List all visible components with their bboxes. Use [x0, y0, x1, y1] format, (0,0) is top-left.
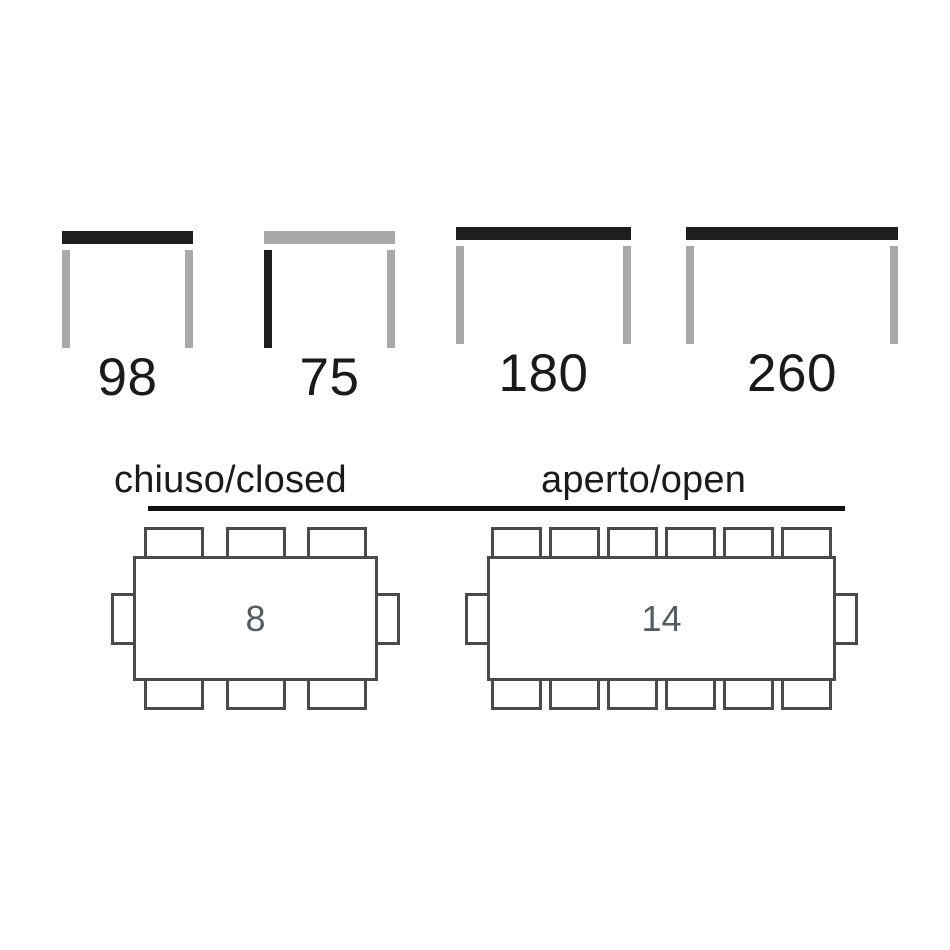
chair-top [143, 527, 204, 559]
table-leg-right [890, 246, 898, 344]
chair-top [548, 527, 600, 559]
chair-top [665, 527, 717, 559]
chair-top [781, 527, 833, 559]
chair-top [225, 527, 286, 559]
dimension-icon-length-closed: 180 [456, 227, 631, 407]
chair-top [490, 527, 542, 559]
table-top-bar [264, 231, 395, 244]
dimension-icon-length-open: 260 [686, 227, 898, 407]
chair-bottom [307, 678, 368, 710]
chair-left [465, 592, 490, 645]
dimension-value-length-closed: 180 [498, 344, 589, 403]
chair-top [723, 527, 775, 559]
chair-bottom [781, 678, 833, 710]
seat-count-label: 8 [245, 597, 266, 639]
table-leg-left [264, 250, 272, 348]
chair-bottom [548, 678, 600, 710]
dimension-value-height: 75 [299, 348, 360, 407]
chair-bottom [490, 678, 542, 710]
table-leg-right [185, 250, 193, 348]
seating-plan-open: 14 [462, 524, 866, 714]
chair-top [307, 527, 368, 559]
dimension-value-length-open: 260 [747, 344, 837, 403]
table-outline: 8 [133, 556, 378, 681]
table-top-bar [62, 231, 193, 244]
chair-bottom [723, 678, 775, 710]
section-label-open: aperto/open [541, 459, 747, 501]
dimension-value-width: 98 [97, 348, 158, 407]
seating-plan-closed: 8 [108, 524, 408, 714]
chair-right [833, 592, 858, 645]
section-label-closed: chiuso/closed [114, 459, 347, 501]
dimension-icon-height: 75 [264, 231, 395, 411]
table-leg-left [62, 250, 70, 348]
table-leg-right [623, 246, 631, 344]
table-top-bar [686, 227, 898, 240]
chair-bottom [225, 678, 286, 710]
chair-bottom [665, 678, 717, 710]
table-leg-left [686, 246, 694, 344]
table-leg-right [387, 250, 395, 348]
seat-count-label: 14 [641, 597, 682, 639]
table-leg-left [456, 246, 464, 344]
chair-bottom [143, 678, 204, 710]
dimension-icon-width: 98 [62, 231, 193, 411]
table-outline: 14 [487, 556, 836, 681]
table-top-bar [456, 227, 631, 240]
section-divider-rule [148, 506, 845, 511]
chair-bottom [606, 678, 658, 710]
chair-right [375, 592, 400, 645]
chair-left [111, 592, 136, 645]
chair-top [606, 527, 658, 559]
